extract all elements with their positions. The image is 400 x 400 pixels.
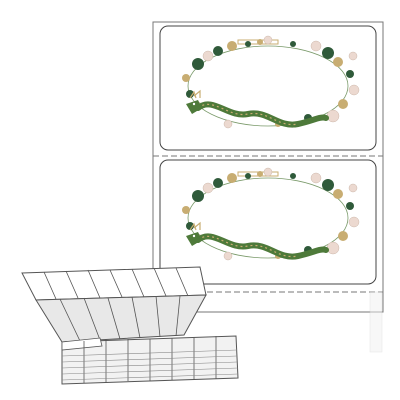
label-sheet bbox=[152, 21, 384, 313]
fanfold-reflection bbox=[369, 291, 383, 353]
label-2 bbox=[159, 159, 377, 285]
fanfold-top-strip bbox=[21, 266, 207, 301]
label-1-border bbox=[159, 25, 377, 151]
fanfold-mid-section bbox=[35, 294, 207, 343]
label-1 bbox=[159, 25, 377, 151]
label-2-border bbox=[159, 159, 377, 285]
fanfold-stack-block bbox=[61, 335, 239, 385]
fanfold-label-stack bbox=[21, 266, 383, 385]
